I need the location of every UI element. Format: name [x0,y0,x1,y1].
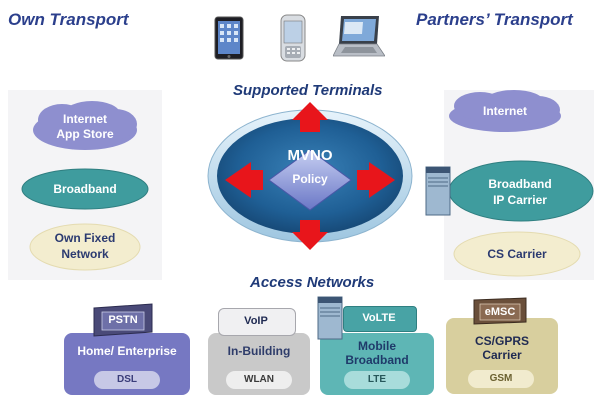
voip-label: VoIP [244,315,268,327]
mvno-core [207,102,413,250]
right-cloud-label: Internet [482,104,527,118]
lte-pill: LTE [344,371,410,389]
direction-arrows [225,102,395,250]
wlan-pill-label: WLAN [244,374,274,385]
partners-transport-heading: Partners’ Transport [416,10,573,29]
emsc-switch-icon [473,297,527,325]
left-cloud-label: Internet App Store [56,112,114,141]
dsl-pill: DSL [94,371,160,389]
broadband-ellipse [21,168,149,210]
volte-label: VoLTE [362,312,396,324]
mobile-broadband-label: Mobile Broadband [345,339,409,367]
pstn-switch-icon [93,303,153,337]
right-cs-label: CS Carrier [487,247,547,261]
lte-server-icon [317,296,343,340]
mvno-title: MVNO [287,147,333,164]
dsl-pill-label: DSL [117,374,137,385]
emsc-label: eMSC [484,306,516,318]
in-building-label: In-Building [227,344,291,358]
policy-label: Policy [292,172,328,186]
volte-device [343,306,417,332]
in-building-box: In-Building WLAN [208,333,310,395]
access-networks-heading: Access Networks [250,274,375,291]
mobile-broadband-box: Mobile Broadband LTE [320,333,434,395]
right-broadband-label: Broadband IP Carrier [488,177,552,207]
smartphone-icon [280,14,306,62]
tablet-icon [214,16,244,60]
cs-carrier-ellipse [453,231,581,277]
own-transport-heading: Own Transport [8,10,129,29]
cs-gprs-carrier-box: CS/GPRS Carrier GSM [446,318,558,394]
pstn-label: PSTN [108,314,138,326]
gsm-pill-label: GSM [489,373,513,384]
left-fixed-label: Own Fixed Network [54,231,116,261]
wlan-pill: WLAN [226,371,292,389]
server-icon [425,166,451,216]
lte-pill-label: LTE [367,374,387,385]
gsm-pill: GSM [468,370,534,388]
left-broadband-label: Broadband [53,182,117,196]
own-fixed-network-ellipse [29,223,141,271]
laptop-icon [333,16,385,57]
cs-gprs-label: CS/GPRS Carrier [474,334,529,362]
internet-app-store-cloud [33,101,137,150]
internet-cloud [449,90,561,132]
voip-device [218,308,296,336]
supported-terminals-heading: Supported Terminals [233,82,383,99]
home-enterprise-label: Home/ Enterprise [77,344,177,358]
home-enterprise-box: Home/ Enterprise DSL [64,333,190,395]
